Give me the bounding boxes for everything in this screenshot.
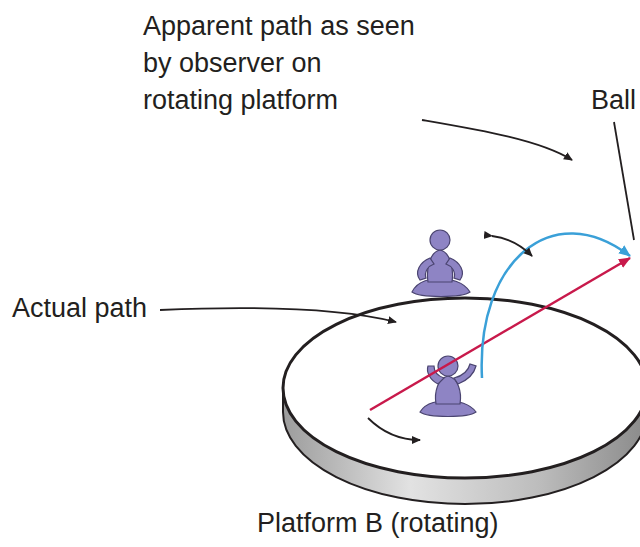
leader-line	[422, 120, 572, 160]
leader-line	[614, 122, 634, 240]
rotation-arrow	[492, 236, 532, 256]
leader-line	[160, 308, 396, 322]
callout-label: Ball	[591, 82, 636, 119]
caption-label: Platform B (rotating)	[257, 505, 499, 542]
callout-label: Actual path	[12, 290, 147, 327]
apparent-path-curve	[482, 233, 630, 378]
callout-label: Apparent path as seen by observer on rot…	[143, 8, 417, 119]
observer-figure	[412, 230, 470, 297]
rotation-arrow	[368, 418, 420, 440]
platform-top	[283, 298, 640, 478]
